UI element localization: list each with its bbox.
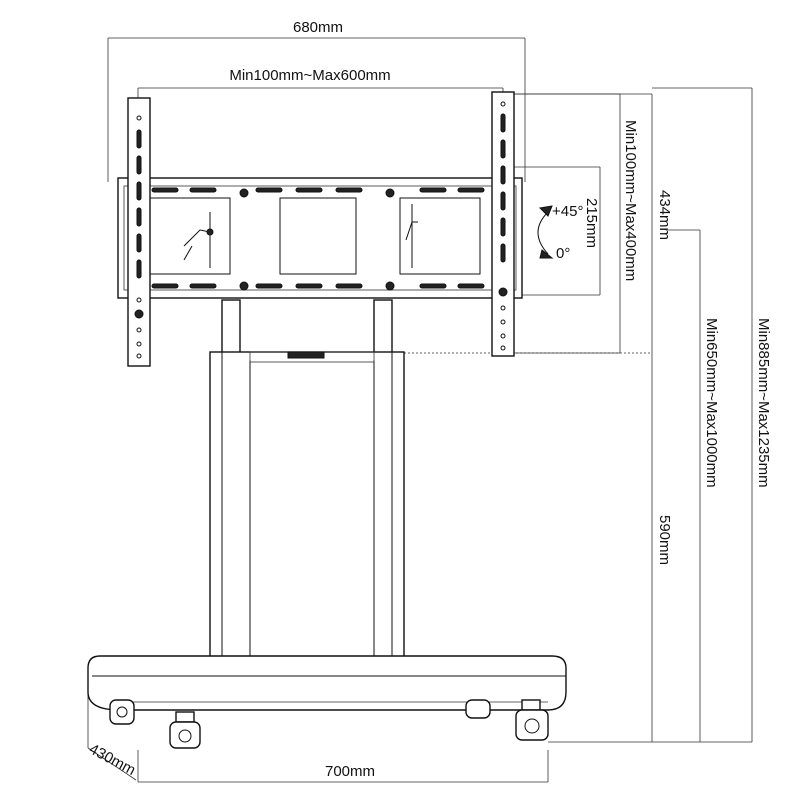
dimension-height-range-low: Min650mm~Max1000mm: [668, 229, 720, 742]
bottom-rail-slots: [151, 283, 485, 289]
tilt-depth-label: 215mm: [583, 198, 600, 248]
wall-mount-bracket: [117, 177, 523, 299]
dimension-vesa-vertical: Min100mm~Max400mm: [510, 93, 639, 354]
bracket-width-label: 680mm: [293, 19, 343, 36]
caster-wheel-rear-right: [465, 699, 491, 719]
left-vertical-arm: [127, 97, 151, 367]
dimension-vesa-horizontal: Min100mm~Max600mm: [137, 67, 504, 100]
tilt-zero-label: 0°: [556, 245, 570, 262]
caster-wheel-rear-left: [109, 699, 135, 725]
dimension-height-range-total: Min885mm~Max1235mm: [652, 87, 772, 742]
dimension-700: 700mm: [137, 750, 549, 783]
dimension-434: 434mm: [400, 93, 673, 354]
base-depth-label: 430mm: [86, 741, 138, 779]
stand-column: [209, 299, 405, 671]
base-width-label: 700mm: [325, 763, 375, 780]
height-range-low-label: Min650mm~Max1000mm: [703, 318, 720, 488]
right-vertical-arm: [491, 91, 515, 357]
vesa-horizontal-label: Min100mm~Max600mm: [229, 67, 390, 84]
vesa-vertical-label: Min100mm~Max400mm: [622, 120, 639, 281]
tilt-up-label: +45°: [552, 203, 583, 220]
stand-base: [87, 655, 567, 711]
height-range-total-label: Min885mm~Max1235mm: [755, 318, 772, 488]
bracket-height-label: 434mm: [656, 190, 673, 240]
top-rail-slots: [151, 187, 485, 193]
caster-wheel-front-left: [169, 711, 201, 749]
caster-wheel-front-right: [515, 699, 549, 741]
dimension-tilt-depth: 215mm: [514, 166, 601, 296]
dimension-590: 590mm: [651, 353, 673, 742]
tilt-indicator: +45° 0°: [537, 203, 583, 262]
dimension-680: 680mm: [107, 19, 526, 182]
column-height-label: 590mm: [656, 515, 673, 565]
